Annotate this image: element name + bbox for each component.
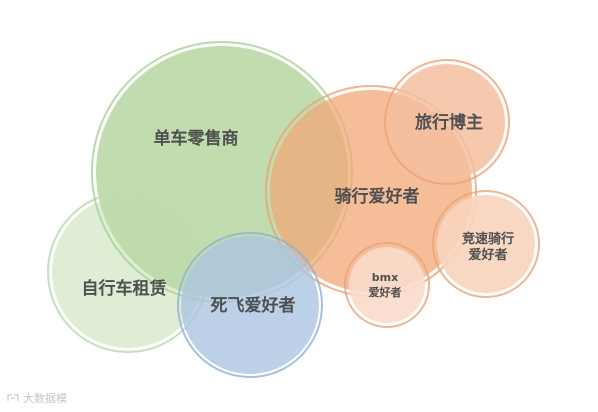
bubble-retailer-label: 单车零售商 bbox=[154, 128, 239, 149]
watermark: 大数据模 bbox=[6, 390, 67, 406]
bubble-travel-blogger-fill bbox=[389, 64, 505, 180]
bubble-travel-blogger-ring bbox=[384, 59, 510, 185]
bubble-cycling-fans-label: 骑行爱好者 bbox=[335, 186, 420, 207]
bubble-reckless-ring bbox=[177, 232, 323, 378]
bubble-reckless bbox=[177, 232, 323, 378]
bubble-travel-blogger-label: 旅行博主 bbox=[415, 112, 483, 133]
bubble-bmx-fans-ring bbox=[344, 242, 430, 328]
bubble-racing-fans-fill bbox=[437, 195, 535, 293]
bubble-bmx-fans-label-line2: 爱好者 bbox=[369, 285, 402, 299]
bubble-bmx-fans bbox=[344, 242, 430, 328]
bubble-racing-fans-label-line2: 爱好者 bbox=[468, 247, 507, 263]
bubble-bmx-fans-label-line1: bmx bbox=[372, 271, 398, 284]
bubble-travel-blogger bbox=[384, 59, 510, 185]
bubble-bmx-fans-fill bbox=[349, 247, 425, 323]
bubble-racing-fans-label-line1: 竞速骑行 bbox=[462, 231, 514, 247]
bubble-rental-label: 自行车租赁 bbox=[82, 278, 167, 299]
bubble-reckless-fill bbox=[181, 236, 319, 374]
bubble-reckless-label: 死飞爱好者 bbox=[211, 295, 296, 316]
bubble-racing-fans-ring bbox=[432, 190, 540, 298]
watermark-text: 大数据模 bbox=[23, 392, 67, 405]
watermark-logo-icon bbox=[6, 393, 20, 403]
bubble-racing-fans bbox=[432, 190, 540, 298]
